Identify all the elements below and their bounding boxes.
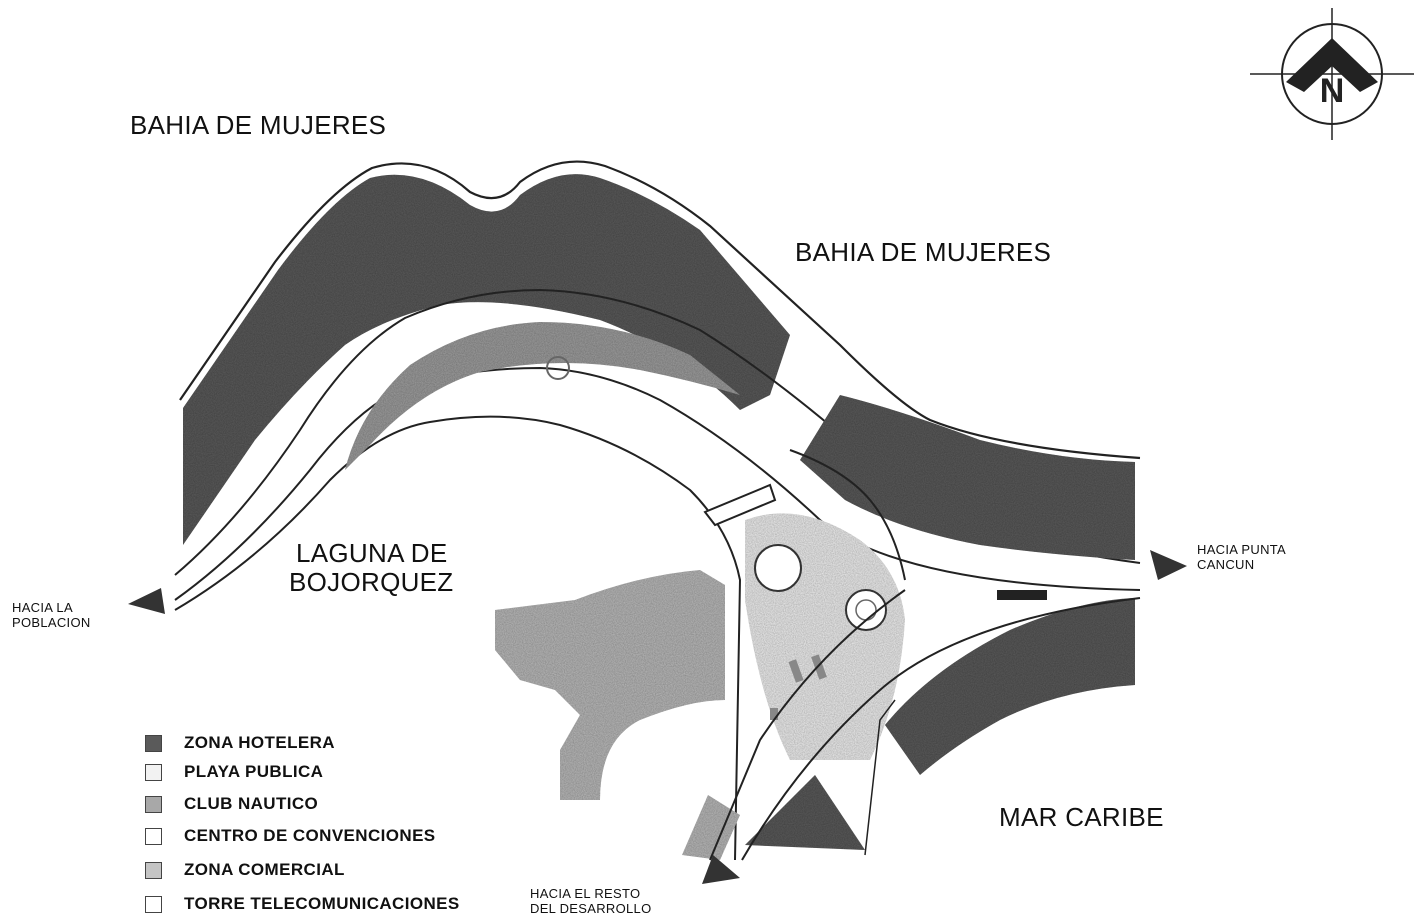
label-to-rest-line1: HACIA EL RESTO — [530, 886, 641, 901]
legend-label: CLUB NAUTICO — [184, 794, 319, 813]
small-building — [770, 708, 778, 720]
legend-swatch — [145, 896, 162, 913]
road-island — [703, 483, 777, 527]
arrow-to-town-icon — [128, 588, 165, 614]
north-compass-icon: N — [1250, 8, 1414, 140]
south-road-left — [709, 589, 906, 861]
nautical-club-circle — [546, 356, 570, 380]
road-lagoon-edge — [174, 415, 742, 861]
hotel-zone-east-lower — [885, 598, 1135, 775]
legend-swatch — [145, 796, 162, 813]
legend-label: PLAYA PUBLICA — [184, 762, 324, 781]
legend-swatch — [145, 764, 162, 781]
label-to-punta: HACIA PUNTA CANCUN — [1197, 542, 1286, 572]
hotel-zone-north — [183, 174, 790, 545]
legend-label: TORRE TELECOMUNICACIONES — [184, 894, 460, 913]
label-to-punta-line1: HACIA PUNTA — [1197, 542, 1287, 557]
label-to-town-line2: POBLACION — [12, 615, 91, 630]
coastline-north — [179, 160, 1141, 460]
legend-label: CENTRO DE CONVENCIONES — [184, 826, 436, 845]
north-letter: N — [1320, 72, 1345, 110]
legend-label: ZONA COMERCIAL — [184, 860, 345, 879]
south-coast-line — [864, 699, 896, 856]
convention-center-b — [845, 589, 887, 631]
nautical-club — [345, 322, 740, 470]
label-sea: MAR CARIBE — [999, 802, 1164, 832]
legend-swatch — [145, 735, 162, 752]
label-to-punta-line2: CANCUN — [1197, 557, 1255, 572]
arrow-to-rest-icon — [702, 855, 740, 884]
label-to-town-line1: HACIA LA — [12, 600, 73, 615]
legend-label: ZONA HOTELERA — [184, 733, 335, 752]
label-lagoon-line1: LAGUNA DE — [296, 538, 448, 568]
legend-swatch — [145, 862, 162, 879]
telecom-tower — [997, 590, 1047, 600]
loop-road — [789, 449, 906, 581]
label-bay-west: BAHIA DE MUJERES — [130, 110, 387, 140]
arrow-to-punta-icon — [1150, 550, 1187, 580]
hotel-zone-south — [745, 775, 865, 850]
label-to-town: HACIA LA POBLACION — [12, 600, 91, 630]
commercial-zone-south — [682, 795, 740, 860]
commercial-zone-west — [495, 570, 725, 800]
south-road-right — [741, 597, 1141, 861]
label-to-rest-line2: DEL DESARROLLO — [530, 901, 652, 916]
label-to-rest: HACIA EL RESTO DEL DESARROLLO — [530, 886, 651, 916]
hotel-zone-east-upper — [800, 395, 1135, 560]
label-lagoon-line2: BOJORQUEZ — [289, 567, 454, 597]
legend-swatch — [145, 828, 162, 845]
small-building — [811, 654, 827, 680]
small-building — [788, 659, 804, 683]
label-bay-east: BAHIA DE MUJERES — [795, 237, 1052, 267]
convention-center-a — [754, 544, 802, 592]
